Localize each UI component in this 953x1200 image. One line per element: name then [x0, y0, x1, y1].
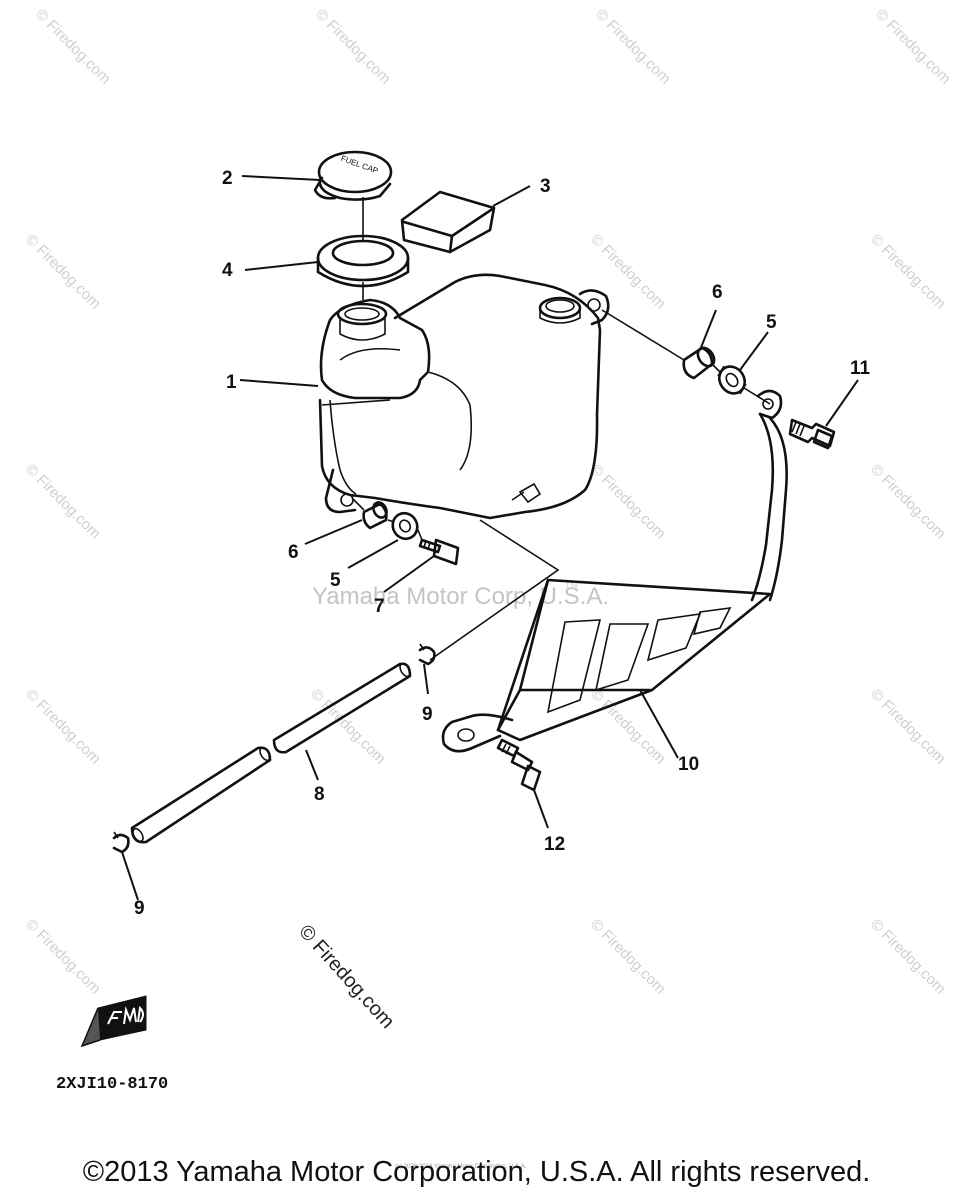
fuel-hose	[130, 662, 412, 844]
watermark-tile: © Firedog.com	[22, 231, 104, 313]
axis-line-lower	[351, 497, 423, 541]
fine-print: (c) 2006-2016 Yamaha Motor Corporation, …	[395, 1164, 527, 1170]
watermark-tile: © Firedog.com	[22, 461, 104, 543]
bolt-11	[788, 418, 836, 450]
watermark-tile: © Firedog.com	[587, 916, 669, 998]
grommet-upper	[717, 365, 747, 395]
axis-line-upper	[601, 309, 771, 405]
callout-7: 7	[374, 596, 385, 617]
watermark-tile: © Firedog.com	[307, 686, 389, 768]
callout-4: 4	[222, 260, 233, 281]
gasket-ring	[316, 197, 410, 300]
watermark-tile: © Firedog.com	[592, 6, 674, 88]
watermark-tile: © Firedog.com	[587, 461, 669, 543]
bolt-7	[418, 538, 460, 566]
callout-5-upper: 5	[766, 312, 777, 333]
callout-6-upper: 6	[712, 282, 723, 303]
trademark-mark: TM	[565, 580, 578, 590]
watermark-tile: © Firedog.com	[867, 461, 949, 543]
watermark-layer: © Firedog.com © Firedog.com © Firedog.co…	[22, 6, 953, 998]
watermark-tile: © Firedog.com	[587, 231, 669, 313]
hose-clamp-lower	[112, 831, 130, 854]
yamaha-watermark: Yamaha Motor Corp, U.S.A.	[312, 583, 609, 610]
fuel-tank	[318, 273, 610, 520]
bolt-12	[496, 738, 542, 792]
firedog-watermark-large: © Firedog.com	[294, 921, 398, 1033]
watermark-tile: © Firedog.com	[32, 6, 114, 88]
cap-lettering: FUEL CAP	[340, 154, 380, 176]
watermark-tile: © Firedog.com	[312, 6, 394, 88]
front-direction-arrow-icon	[80, 995, 147, 1048]
watermark-tile: © Firedog.com	[867, 916, 949, 998]
callout-9-lower: 9	[134, 898, 145, 919]
watermark-tile: © Firedog.com	[872, 6, 953, 88]
callout-9-upper: 9	[422, 704, 433, 725]
bracket	[441, 389, 788, 753]
leader-lines	[121, 175, 859, 901]
callout-10: 10	[678, 754, 699, 775]
callout-12: 12	[544, 834, 565, 855]
callout-11: 11	[850, 358, 871, 379]
callout-1: 1	[226, 372, 237, 393]
callout-8: 8	[314, 784, 325, 805]
hose-routing-line	[429, 519, 560, 661]
callout-3: 3	[540, 176, 551, 197]
collar-lower	[362, 501, 388, 530]
watermark-tile: © Firedog.com	[867, 231, 949, 313]
pad	[400, 190, 496, 254]
watermark-tile: © Firedog.com	[867, 686, 949, 768]
callout-2: 2	[222, 168, 233, 189]
diagram-code: 2XJI10-8170	[56, 1075, 168, 1094]
watermark-tile: © Firedog.com	[22, 686, 104, 768]
callout-6-lower: 6	[288, 542, 299, 563]
fuel-cap: FUEL CAP	[313, 150, 393, 201]
copyright-notice: ©2013 Yamaha Motor Corporation, U.S.A. A…	[82, 1156, 871, 1188]
callout-5-lower: 5	[330, 570, 341, 591]
watermark-tile: © Firedog.com	[22, 916, 104, 998]
hose-clamp-upper	[418, 643, 436, 666]
grommet-lower	[391, 511, 419, 541]
